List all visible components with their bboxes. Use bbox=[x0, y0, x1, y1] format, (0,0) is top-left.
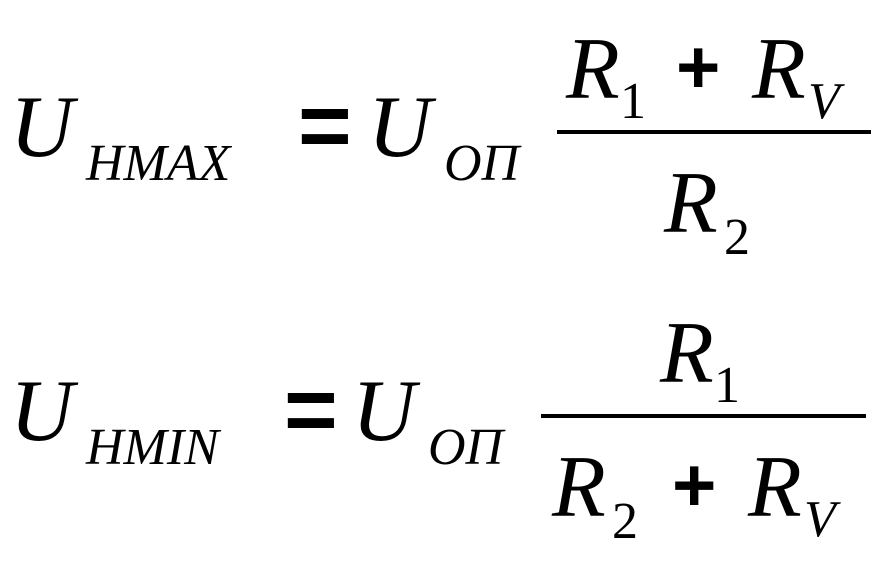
subscript-1: 1 bbox=[620, 73, 646, 130]
voltage-symbol: U bbox=[10, 79, 74, 176]
subscript-v: V bbox=[808, 73, 840, 130]
resistor-symbol: R bbox=[566, 21, 620, 118]
subscript-hmin: HMIN bbox=[86, 419, 219, 476]
subscript-2: 2 bbox=[612, 493, 638, 550]
voltage-symbol: U bbox=[10, 363, 74, 460]
plus-sign: + bbox=[676, 25, 721, 110]
resistor-symbol: R bbox=[660, 305, 714, 402]
subscript-2: 2 bbox=[724, 209, 750, 266]
subscript-op: ОП bbox=[444, 135, 520, 192]
equals-sign: = bbox=[284, 359, 338, 461]
resistor-symbol: R bbox=[748, 439, 802, 536]
resistor-symbol: R bbox=[552, 439, 606, 536]
subscript-hmax: HMAX bbox=[86, 135, 231, 192]
voltage-symbol: U bbox=[352, 363, 416, 460]
voltage-symbol: U bbox=[368, 79, 432, 176]
fraction-bar bbox=[541, 414, 866, 418]
resistor-symbol: R bbox=[752, 21, 806, 118]
fraction-bar bbox=[557, 130, 871, 134]
subscript-1: 1 bbox=[714, 357, 740, 414]
equals-sign: = bbox=[298, 75, 352, 177]
resistor-symbol: R bbox=[664, 155, 718, 252]
subscript-op: ОП bbox=[428, 419, 504, 476]
plus-sign: + bbox=[672, 443, 717, 528]
subscript-v: V bbox=[804, 491, 836, 548]
